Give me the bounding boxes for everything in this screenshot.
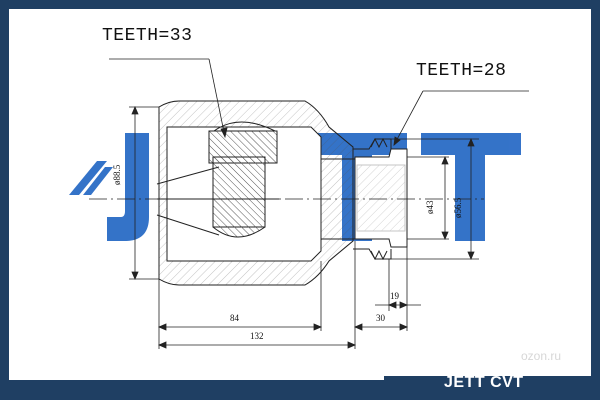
dim-length-132: 132 (250, 331, 264, 341)
dim-length-19: 19 (390, 291, 399, 301)
dimension-lines (109, 58, 529, 349)
dim-length-84: 84 (230, 313, 239, 323)
cv-joint-outline (156, 100, 408, 286)
teeth-28-label: TEETH=28 (416, 61, 507, 81)
dim-diameter-56-5: ø56.5 (453, 197, 463, 218)
jett-logo-icon (69, 161, 107, 195)
teeth-33-label: TEETH=33 (102, 26, 193, 46)
ozon-watermark: ozon.ru (521, 349, 562, 363)
footer-badge (384, 376, 600, 400)
footer-brand-text: JETT CVT (444, 374, 524, 391)
technical-drawing (69, 58, 529, 349)
drawing-canvas: TEETH=33 TEETH=28 ø88.5 ø43 ø56.5 84 132… (9, 9, 591, 380)
dim-diameter-88-5: ø88.5 (112, 164, 122, 185)
dim-diameter-43: ø43 (425, 200, 435, 215)
dim-length-30: 30 (376, 313, 385, 323)
